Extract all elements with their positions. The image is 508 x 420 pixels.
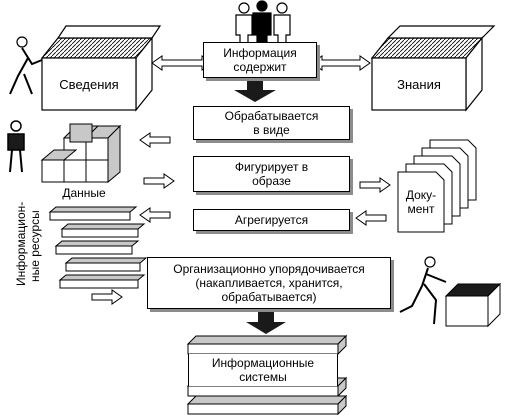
figures-box: Фигурирует в образе <box>193 156 350 192</box>
znaniya-label: Знания <box>397 77 441 92</box>
info-resources-line-2: ные ресурсы <box>28 210 42 282</box>
crate-icon <box>444 282 502 328</box>
info-resources-line-1: Информацион- <box>14 201 28 286</box>
crate-icon <box>40 25 162 112</box>
info-systems-label: Информационные системы <box>188 354 338 386</box>
stacked-plates-icon <box>48 206 148 289</box>
organized-box: Организационно упорядочивается (накаплив… <box>147 257 391 309</box>
arrow-icon <box>246 312 286 334</box>
people-icon <box>235 0 291 47</box>
person-pushing-box-icon <box>9 36 43 95</box>
document-label: Доку- мент <box>405 188 437 216</box>
crate-icon <box>370 25 496 112</box>
arrow-icon <box>91 132 391 305</box>
processed-box: Обрабатывается в виде <box>193 106 350 140</box>
info-resources-label: Информацион- ные ресурсы <box>14 200 44 290</box>
aggregated-box: Агрегируется <box>193 209 350 231</box>
info-contains-box: Информация содержит <box>203 42 317 78</box>
person-carrying-box-icon <box>399 256 447 325</box>
cubes-icon <box>40 123 122 184</box>
arrow-icon <box>234 78 276 102</box>
data-label: Данные <box>62 186 106 200</box>
svedeniya-label: Сведения <box>59 77 119 92</box>
document-stack-icon <box>397 139 477 233</box>
person-icon <box>7 120 25 173</box>
